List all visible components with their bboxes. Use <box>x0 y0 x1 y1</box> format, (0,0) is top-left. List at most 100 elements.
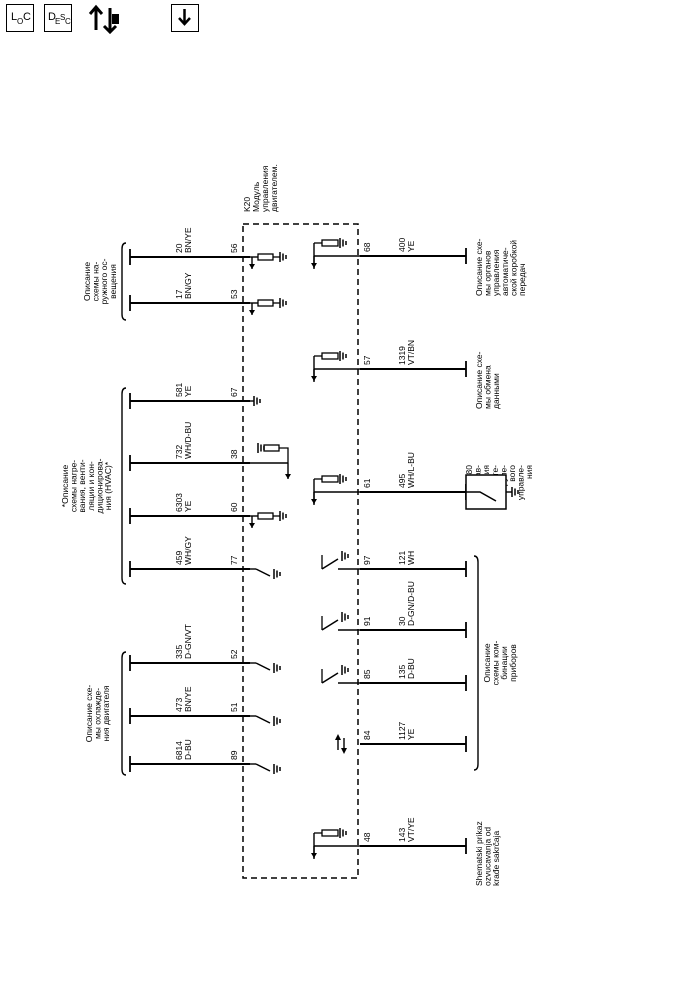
pin-number: 60 <box>229 502 239 512</box>
circuit-number: 121 <box>397 551 407 565</box>
down-arrow-marker <box>311 492 317 504</box>
ground-icon <box>341 665 349 675</box>
reference-text: ляции и кон- <box>86 461 96 511</box>
reference-text: ружного ос- <box>99 258 109 304</box>
ground-icon <box>339 351 347 361</box>
pin-number: 57 <box>362 355 372 365</box>
wire-color: YE <box>406 728 416 740</box>
pin-number: 67 <box>229 387 239 397</box>
ground-icon <box>339 474 347 484</box>
circuit-number: 143 <box>397 828 407 842</box>
circuit-number: 20 <box>174 243 184 253</box>
ground-icon <box>341 612 349 622</box>
reference-text: схемы нагре- <box>69 460 79 512</box>
wire-color: YE <box>406 240 416 252</box>
ground-icon <box>339 238 347 248</box>
ground-icon <box>273 764 281 774</box>
wire-color: BN/GY <box>183 272 193 299</box>
svg-text:управления: управления <box>260 165 270 212</box>
reference-text: мы обмена <box>483 365 493 409</box>
wire-color: D-GN/D-BU <box>406 581 416 626</box>
wire-color: WH <box>406 551 416 565</box>
module-box <box>242 223 359 879</box>
reference-text: Описание <box>482 643 492 682</box>
wire-color: VT/BN <box>406 340 416 365</box>
pin-number: 91 <box>362 616 372 626</box>
ground-icon <box>273 716 281 726</box>
reference-text: мы органов <box>483 250 493 296</box>
reference-text: ния двигателя <box>101 685 111 741</box>
reference-text: схемы на- <box>91 261 101 301</box>
wire-color: WH/GY <box>183 536 193 565</box>
down-arrow-marker <box>249 257 255 269</box>
module-label: K20 Модуль управления двигателем. <box>242 164 279 212</box>
toolbar: L O C D E S C <box>0 0 700 40</box>
switch-ground-icon <box>255 763 281 774</box>
pressure-switch-b180 <box>465 474 519 510</box>
circuit-number: 30 <box>397 616 407 626</box>
circuit-number: 581 <box>174 383 184 397</box>
circuit-number: 459 <box>174 551 184 565</box>
wire-color: YE <box>183 385 193 397</box>
resistor-ground-icon <box>257 252 287 262</box>
down-arrow-marker <box>249 516 255 528</box>
reference-text: krađe sakrčaja <box>491 830 501 886</box>
ground-icon <box>273 663 281 673</box>
wire-color: WH/D-BU <box>183 422 193 459</box>
reference-text: ния <box>524 465 534 479</box>
reference-bracket <box>121 242 127 321</box>
reference-bracket <box>473 555 479 771</box>
resistor-ground-icon <box>257 511 287 521</box>
ground-icon <box>257 443 265 453</box>
reference-text: схемы ком- <box>491 641 501 686</box>
pin-number: 68 <box>362 242 372 252</box>
right-ref-0: Описание схе-мы органовуправленияавтомат… <box>474 238 527 296</box>
circuit-number: 6303 <box>174 493 184 512</box>
left-ref-2: Описание схе-мы охлажде-ния двигателя <box>84 651 127 776</box>
wire-color: D-BU <box>406 658 416 679</box>
wire-color: D-GN/VT <box>183 624 193 659</box>
ground-icon <box>279 298 287 308</box>
circuit-number: 473 <box>174 698 184 712</box>
reference-text: ozvucavanja od <box>483 827 493 886</box>
reference-text: вого <box>507 465 517 482</box>
wire-color: VT/YE <box>406 817 416 842</box>
circuit-number: 1319 <box>397 346 407 365</box>
pin-number: 52 <box>229 649 239 659</box>
pin-number: 53 <box>229 289 239 299</box>
circuit-number: 732 <box>174 445 184 459</box>
circuit-number: 6814 <box>174 741 184 760</box>
reference-text: управления <box>491 249 501 296</box>
circuit-number: 17 <box>174 289 184 299</box>
switch-ground-icon <box>255 568 281 579</box>
ground-icon <box>511 487 519 497</box>
circuit-number: 495 <box>397 474 407 488</box>
reference-text: Описание <box>82 262 92 301</box>
reference-text: диционирова- <box>94 458 104 513</box>
reference-text: вания, венти- <box>77 459 87 512</box>
down-arrow-marker <box>249 303 255 315</box>
pin-number: 85 <box>362 669 372 679</box>
connector-tool-button[interactable] <box>86 4 122 35</box>
loc-icon: L O C <box>6 4 34 32</box>
pin-number: 77 <box>229 555 239 565</box>
circuit-number: 135 <box>397 665 407 679</box>
reference-bracket <box>121 651 127 776</box>
reference-text: *Описание <box>60 465 70 508</box>
reference-text: бинации <box>499 646 509 680</box>
